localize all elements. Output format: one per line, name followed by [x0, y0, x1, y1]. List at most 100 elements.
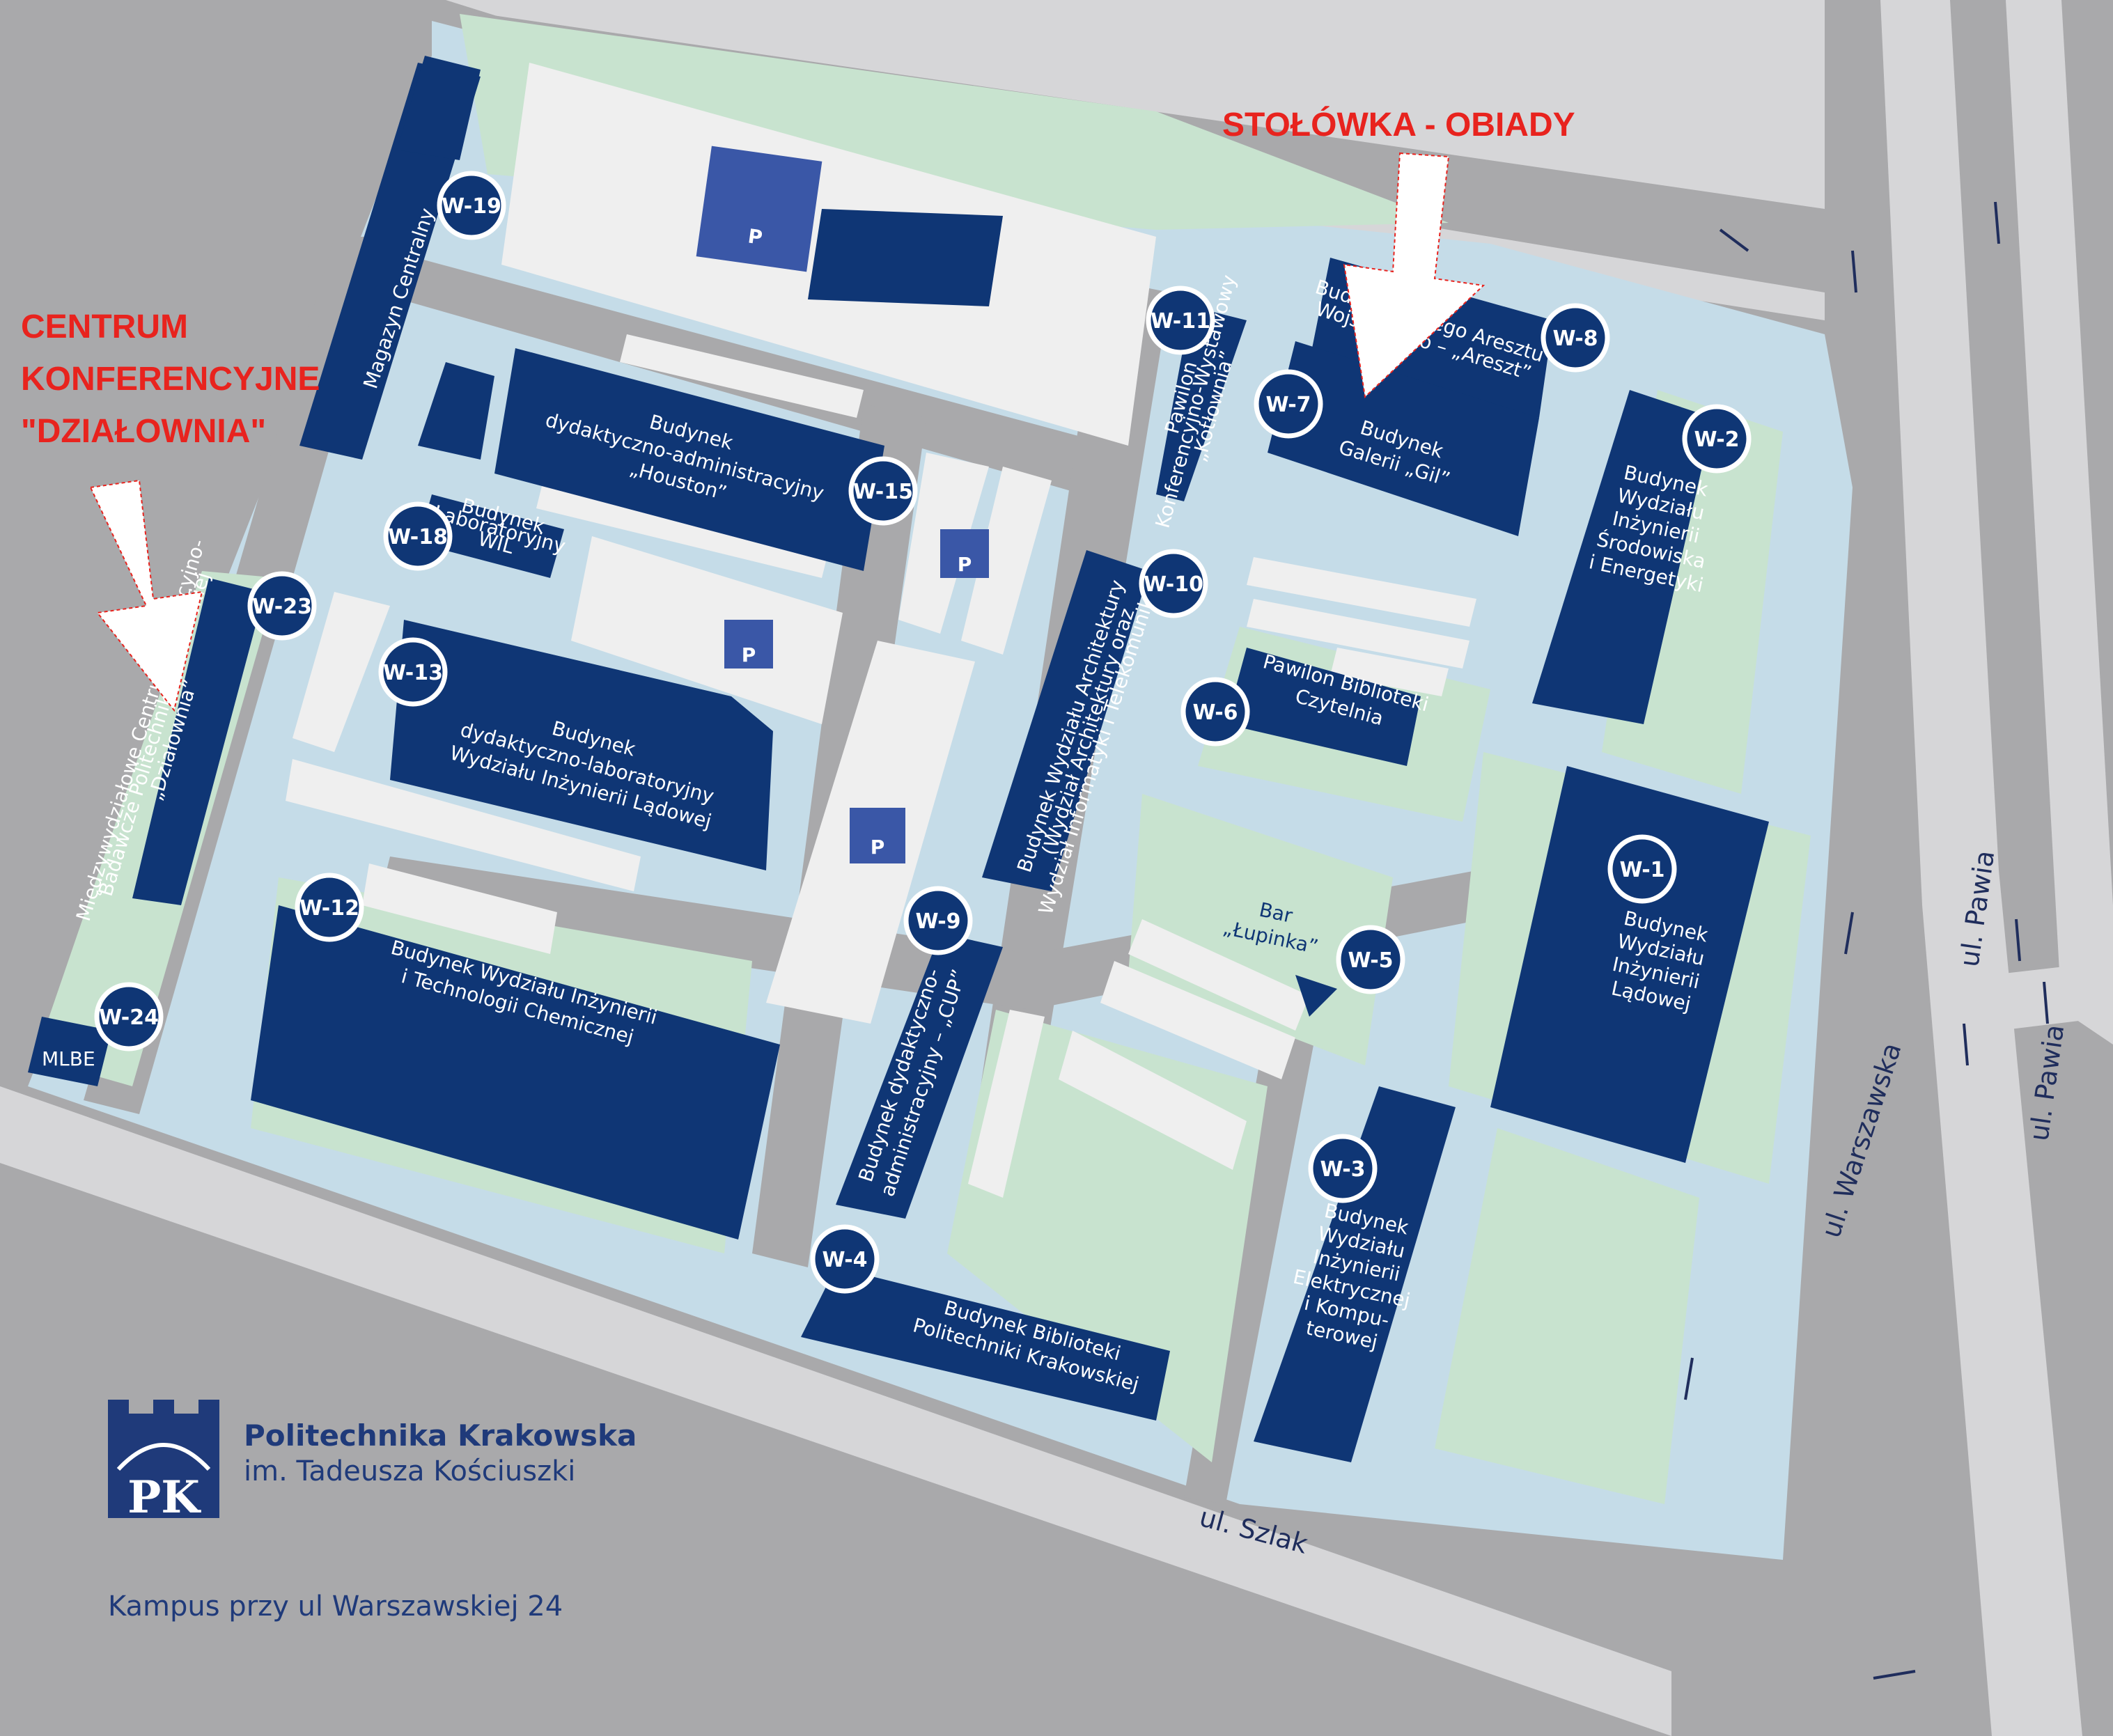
traffic-arrow-icon: [1719, 228, 1749, 252]
label-mlbe: MLBE: [42, 1047, 95, 1070]
annotation-stolowka: STOŁÓWKA - OBIADY: [1222, 105, 1575, 143]
traffic-arrow-icon: [1963, 1023, 1969, 1066]
label-wil: Budynek Wydziału Inżynierii Lądowej: [1609, 907, 1710, 1016]
badge-w-4: W-4: [810, 1224, 880, 1294]
badge-w-8: W-8: [1541, 303, 1610, 373]
traffic-arrows: [1684, 201, 2049, 1680]
building-wiitch: [251, 905, 780, 1240]
parking-sign-main: P: [696, 146, 822, 272]
brand-logo: PK: [108, 1400, 219, 1524]
svg-text:P: P: [742, 643, 756, 666]
parking-strip-d: [286, 759, 641, 891]
traffic-arrow-icon: [1873, 1670, 1916, 1680]
badge-label: W-24: [99, 1006, 159, 1030]
building-w19-top: [397, 56, 481, 160]
badge-label: W-4: [822, 1248, 867, 1272]
svg-text:P: P: [958, 553, 972, 576]
building-mlbe: [28, 1017, 111, 1086]
parking-strip-h: [1330, 648, 1449, 696]
badge-w-24: W-24: [94, 982, 164, 1051]
badge-label: W-2: [1694, 428, 1739, 452]
parking-strip-j: [1100, 961, 1295, 1079]
badge-label: W-23: [252, 595, 312, 619]
badge-w-11: W-11: [1146, 286, 1215, 355]
svg-text:P: P: [747, 224, 764, 249]
building-magazyn: [299, 63, 481, 460]
arrow-stolowka-icon: [1343, 152, 1486, 399]
building-parking-main-block: [808, 209, 1003, 306]
building-bib: [801, 1267, 1170, 1421]
building-bar: [1295, 975, 1337, 1017]
svg-text:PK: PK: [127, 1471, 201, 1524]
road-pawia-east: [2006, 0, 2113, 1045]
building-wil-w1: [1490, 766, 1769, 1163]
road-pawia-cross: [1992, 961, 2113, 1031]
badge-w-6: W-6: [1180, 677, 1250, 746]
parking-strip-e: [362, 863, 557, 954]
badge-label: W-19: [442, 194, 501, 219]
traffic-arrow-icon: [1684, 1357, 1694, 1400]
parking-strip-f: [1247, 557, 1476, 627]
building-wiek: [1254, 1086, 1456, 1462]
svg-text:P: P: [871, 836, 885, 859]
label-gil: Budynek Galerii „Gil”: [1336, 416, 1453, 491]
parking-strip-b: [536, 480, 829, 578]
badge-w-18: W-18: [383, 501, 453, 571]
building-houston: [494, 348, 884, 571]
parking-sign-mid: P: [724, 620, 773, 668]
traffic-arrow-icon: [2015, 918, 2021, 962]
badge-label: W-15: [853, 480, 913, 504]
parking-sign-strip: P: [850, 808, 905, 863]
badge-label: W-1: [1619, 858, 1664, 882]
badge-w-12: W-12: [295, 873, 364, 942]
parking-lot-mid: [571, 536, 843, 724]
badge-w-5: W-5: [1336, 925, 1405, 994]
campus-caption: Kampus przy ul Warszawskiej 24: [108, 1590, 563, 1622]
traffic-arrow-icon: [1851, 250, 1857, 293]
road-warszawska: [1880, 0, 2082, 1736]
badge-label: W-10: [1144, 572, 1203, 597]
parking-strip-i: [1128, 919, 1309, 1031]
parking-lot-strip2: [961, 467, 1052, 655]
arrow-dzialownia-icon: [89, 479, 203, 712]
badge-w-13: W-13: [378, 637, 448, 707]
annotation-centrum-2: KONFERENCYJNE: [21, 361, 320, 398]
badge-w-2: W-2: [1682, 404, 1752, 474]
road-szlak: [0, 1086, 1671, 1736]
badge-label: W-7: [1265, 393, 1311, 417]
badge-w-15: W-15: [848, 456, 918, 526]
building-lab-wil: [418, 494, 564, 578]
traffic-arrow-icon: [1844, 912, 1854, 955]
annotation-centrum-1: CENTRUM: [21, 308, 188, 345]
building-small-nw: [418, 362, 494, 460]
building-cup: [836, 933, 1003, 1219]
parking-strip-a: [620, 334, 864, 418]
badge-w-10: W-10: [1139, 549, 1208, 618]
badge-label: W-3: [1320, 1157, 1365, 1182]
pk-logo-icon: [108, 1414, 219, 1518]
parking-sign-central: P: [940, 529, 989, 578]
building-bib-paw: [1226, 648, 1421, 766]
badge-label: W-5: [1348, 948, 1393, 973]
parking-strip-l: [968, 1010, 1045, 1198]
brand-name: Politechnika Krakowska: [244, 1418, 637, 1453]
badges-layer: W-19W-11 W-8W-7W-2W-15W-18W-23W-13 W-10W-6…: [94, 171, 1752, 1294]
badge-w-3: W-3: [1308, 1134, 1378, 1203]
badge-w-7: W-7: [1254, 369, 1323, 439]
badge-label: W-11: [1151, 309, 1210, 334]
grass-se: [1435, 1128, 1699, 1504]
brand-subtitle: im. Tadeusza Kościuszki: [244, 1455, 575, 1487]
badge-label: W-12: [299, 896, 359, 921]
building-kotlownia: [1156, 306, 1247, 501]
building-gil: [1268, 341, 1539, 536]
badge-w-23: W-23: [247, 571, 317, 641]
traffic-arrow-icon: [1994, 201, 2000, 244]
badge-w-19: W-19: [437, 171, 506, 240]
badge-w-9: W-9: [903, 886, 973, 955]
badge-label: W-18: [388, 525, 448, 549]
parking-strip-k: [1059, 1031, 1247, 1170]
building-dlab: [390, 620, 773, 870]
badge-label: W-6: [1192, 701, 1238, 725]
parking-strip-c: [293, 592, 390, 752]
